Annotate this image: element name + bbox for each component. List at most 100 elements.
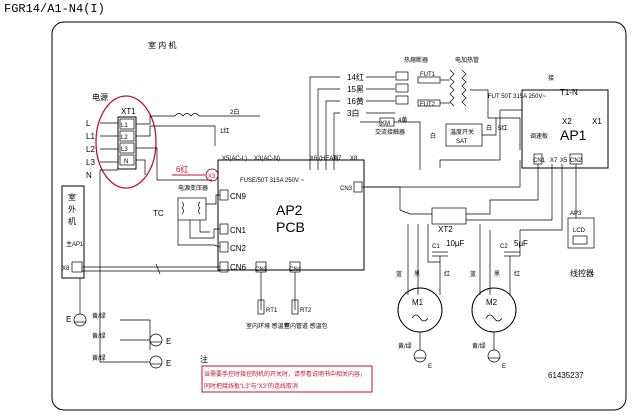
earth-symbol-3 <box>149 355 163 369</box>
controller-label: 线控器 <box>570 268 594 278</box>
xt2-label: XT2 <box>438 225 453 234</box>
earth-wire-label-3: 黄/绿 <box>92 354 106 362</box>
diagram-frame <box>51 21 627 411</box>
xt1-terminal-block <box>117 116 137 170</box>
earth-symbol-2 <box>149 333 163 347</box>
ap1-cn2: CN2 <box>570 158 583 164</box>
m1-wire-red: 红 <box>444 270 450 278</box>
xt1-label: XT1 <box>121 107 136 116</box>
note-highlight-box <box>201 365 373 393</box>
ap2-cn1: CN1 <box>230 226 247 235</box>
m2-earth-wire: 黄/绿 <box>472 342 486 350</box>
m2-wire-black: 黑 <box>494 271 500 278</box>
m1-wire-blue: 蓝 <box>396 270 402 278</box>
earth-label-3: E <box>166 359 171 368</box>
wire-label-14: 14红 <box>347 72 364 82</box>
fut2-label: FUT2 <box>420 102 436 108</box>
cap-c2-value: 5μF <box>514 239 528 248</box>
ap1-model: T1-N <box>560 88 578 97</box>
outdoor-char-1: 室 <box>68 192 76 202</box>
line-label-l2: L2 <box>86 145 95 154</box>
motor-m1-label: M1 <box>412 298 424 307</box>
ap2-name: AP2 <box>276 202 303 218</box>
sensor-rt2 <box>291 299 299 315</box>
ap2-pin-x7: X7 <box>334 156 342 162</box>
ap2-right-cn3: CN3 <box>340 186 353 192</box>
diagram-code: 61435237 <box>548 371 584 380</box>
transformer-label: 电源变压器 <box>178 184 208 192</box>
xt1-terminal-n: N <box>124 159 128 165</box>
earth-wire-label-1: 黄/绿 <box>92 312 106 320</box>
ap1-x7: X7 <box>550 158 558 164</box>
ap1-board-label: 调速板 <box>530 132 548 140</box>
m2-wire-red: 红 <box>514 270 520 278</box>
line-label-l3: L3 <box>86 158 95 167</box>
ap2-cn9: CN9 <box>230 192 247 201</box>
cap-c2-name: C2 <box>500 244 508 250</box>
heater-symbol-1 <box>449 69 455 107</box>
note-line-2: 同时把接线板“L3”与“X3”的连线取消 <box>204 382 298 390</box>
tc-label: TC <box>153 209 164 218</box>
sensor-rt1-label: 室内环境 感温包 <box>246 322 290 330</box>
contactor-km-label: KM <box>381 121 390 127</box>
temp-switch-name: SAT <box>456 139 468 145</box>
ap2-cn4: CN4 <box>289 267 302 273</box>
heater-block-3 <box>395 95 409 105</box>
wire-label-5: 5红 <box>498 124 507 132</box>
wire-label-16: 16黄 <box>347 96 364 106</box>
motor-earth-e-1: E <box>428 364 432 370</box>
sensor-rt1-name: RT1 <box>266 308 278 314</box>
ap1-fuse: FUT 50T 315A 250V~ <box>488 94 546 100</box>
fut1-label: FUT1 <box>420 72 436 78</box>
wire-label-2: 2白 <box>230 108 239 116</box>
ap2-pin-x3: X3(AC-N) <box>254 156 280 162</box>
line-label-l1: L1 <box>86 132 95 141</box>
outdoor-connector: X8 <box>62 266 70 272</box>
ap2-sub: PCB <box>276 219 305 235</box>
page-title: FGR14/A1-N4(I) <box>4 2 105 16</box>
outdoor-unit-box <box>61 185 85 279</box>
m1-wire-black: 黑 <box>414 271 420 278</box>
wire-label-1: 1红 <box>220 127 229 135</box>
ap1-board <box>521 89 609 169</box>
cap-c1-name: C1 <box>432 244 440 250</box>
xt1-highlight-circle <box>95 95 157 189</box>
cap-c1-value: 10μF <box>446 239 465 248</box>
ap2-cn3: CN3 <box>255 267 268 273</box>
earth-label-1: E <box>66 315 71 324</box>
earth-label-2: E <box>166 337 171 346</box>
sensor-rt2-label: 室内管道 感温包 <box>284 322 328 330</box>
wire-label-4: 4黄 <box>398 116 407 124</box>
m1-earth-wire: 黄/绿 <box>398 342 412 350</box>
motor-earth-e-2: E <box>502 364 506 370</box>
heater-symbol-2 <box>461 69 467 107</box>
note-title: 注 <box>200 354 208 364</box>
white-label-1: 白 <box>430 132 436 140</box>
ap2-fuse-label: FUSE/50T 315A 250V ~ <box>240 178 305 184</box>
neutral-wire-label: 6红 <box>176 164 188 174</box>
motor-m1-earth <box>413 349 427 363</box>
power-label: 电源 <box>92 92 108 102</box>
inductor-symbol <box>174 113 200 117</box>
heater-label: 电加热管 <box>455 56 479 64</box>
motor-m2-earth <box>487 349 501 363</box>
line-label-n: N <box>86 171 92 180</box>
controller-lcd: LCD <box>573 228 586 234</box>
motor-m1 <box>397 287 443 333</box>
wire-controller <box>567 217 595 249</box>
ap2-cn2: CN2 <box>230 244 247 253</box>
xt1-terminal-l1: L1 <box>121 123 128 129</box>
ap1-x5: X5 <box>560 158 568 164</box>
x3-marker: X3 <box>208 174 216 180</box>
motor-m2 <box>471 287 517 333</box>
xt1-terminal-l3: L3 <box>121 147 128 153</box>
motor-m2-label: M2 <box>486 298 498 307</box>
sensor-rt1 <box>257 299 265 315</box>
earth-wire-label-2: 黄/绿 <box>92 332 106 340</box>
ap1-name: AP1 <box>560 127 587 143</box>
white-label-2: 白 <box>486 124 492 132</box>
note-line-1: 当需要手控时接控制机的开关时，请参看说明书中相关内容， <box>204 370 366 378</box>
heater-block-2 <box>395 83 409 93</box>
thermal-fuse-label: 热熔断器 <box>404 56 428 64</box>
